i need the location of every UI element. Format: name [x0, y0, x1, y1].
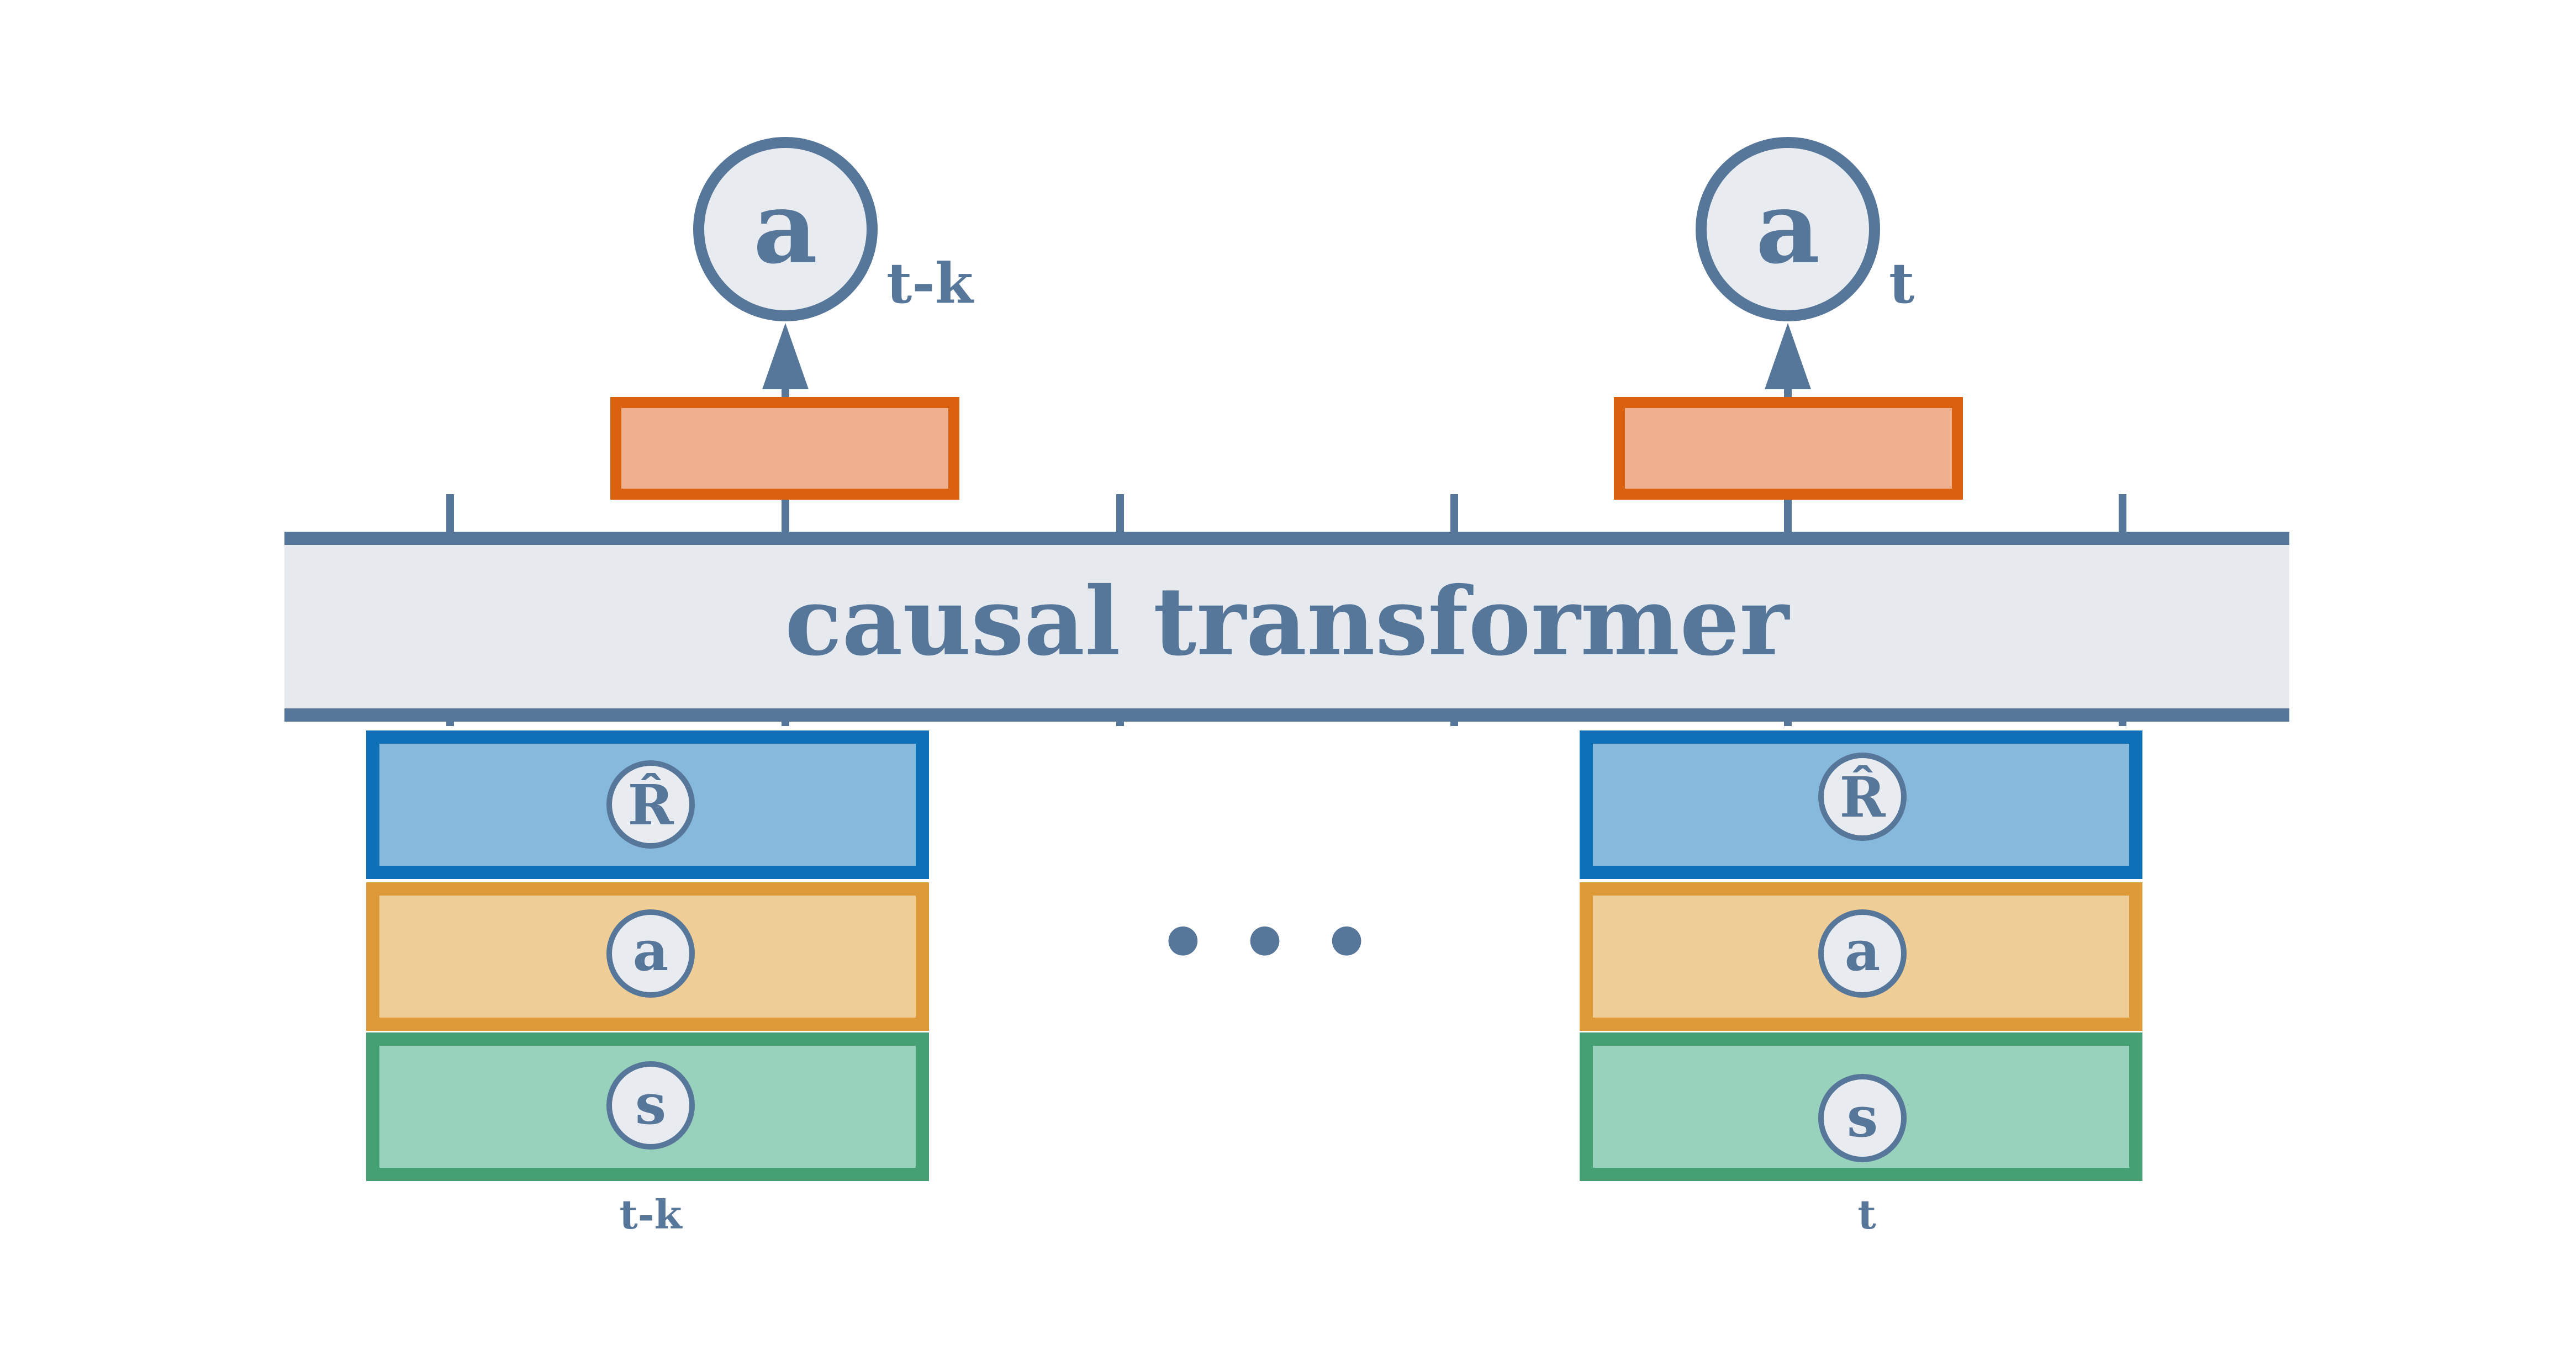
action-node-circle — [1696, 137, 1880, 321]
action-token-circle — [606, 909, 695, 998]
state-token-symbol: s — [635, 1072, 666, 1137]
ellipsis-dots: • • • — [1157, 894, 1373, 992]
return-token-circle — [606, 760, 695, 849]
input-tokens-t-k: R̂ a s t-k — [366, 730, 929, 1238]
action-node-symbol: a — [753, 170, 818, 286]
state-token-circle — [606, 1061, 695, 1150]
action-token-box — [366, 882, 929, 1031]
action-node-symbol: a — [1756, 170, 1820, 286]
state-token-circle — [1818, 1074, 1907, 1162]
state-token-symbol: s — [1847, 1084, 1878, 1150]
action-node-circle — [693, 137, 878, 321]
return-token-symbol: R̂ — [627, 772, 674, 838]
return-token-box — [366, 730, 929, 879]
transformer-band — [284, 538, 2289, 715]
return-token-circle — [1818, 753, 1907, 841]
action-output-t: a t — [1614, 137, 1963, 538]
causal-transformer-block: causal transformer — [284, 494, 2289, 726]
return-token-symbol: R̂ — [1839, 765, 1886, 830]
action-token-symbol: a — [1845, 918, 1881, 983]
action-token-symbol: a — [633, 918, 669, 983]
transformer-title: causal transformer — [785, 566, 1791, 677]
prediction-head-box — [610, 397, 959, 500]
action-node-subscript: t — [1889, 251, 1914, 316]
up-arrow-icon — [762, 323, 809, 389]
input-tokens-t: R̂ a s t — [1580, 730, 2142, 1238]
prediction-head-box — [1614, 397, 1963, 500]
action-output-t-k: a t-k — [610, 137, 974, 538]
timestep-label: t-k — [619, 1191, 683, 1238]
up-arrow-icon — [1765, 323, 1811, 389]
action-node-subscript: t-k — [886, 251, 974, 316]
action-token-circle — [1818, 909, 1907, 998]
timestep-label: t — [1857, 1191, 1876, 1238]
